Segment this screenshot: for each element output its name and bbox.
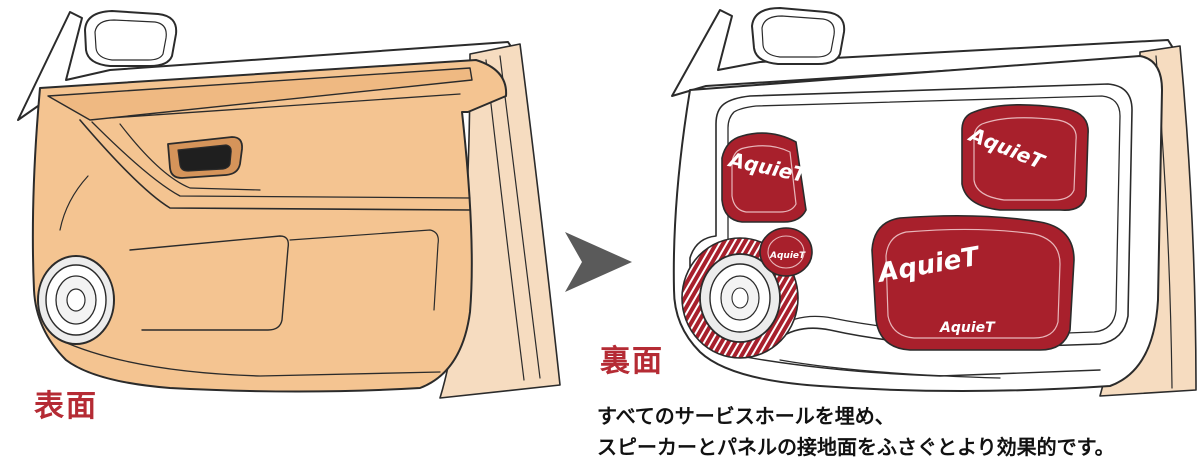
pad-upper-right [961,104,1089,212]
door-trim-panel [31,59,508,393]
caption-line-1: すべてのサービスホールを埋め、 [597,404,895,428]
transition-arrow [565,232,632,292]
front-door-illustration [17,10,561,399]
front-side-label: 表面 [34,389,98,424]
pad-upper-left [721,132,807,223]
back-side-label: 裏面 [600,344,664,379]
back-door-illustration: AquieT AquieT AquieT AquieT AquieT [671,7,1197,397]
caption-line-2: スピーカーとパネルの接地面をふさぐとより効果的です。 [597,435,1115,459]
pad-brand-text: AquieT [769,251,806,261]
pad-small-round [759,227,813,277]
side-mirror [84,10,178,67]
front-speaker [37,255,115,345]
door-handle [177,144,232,172]
pad-lower-large [871,214,1075,351]
pad-brand-text: AquieT [939,320,996,336]
side-mirror-back [751,7,846,65]
